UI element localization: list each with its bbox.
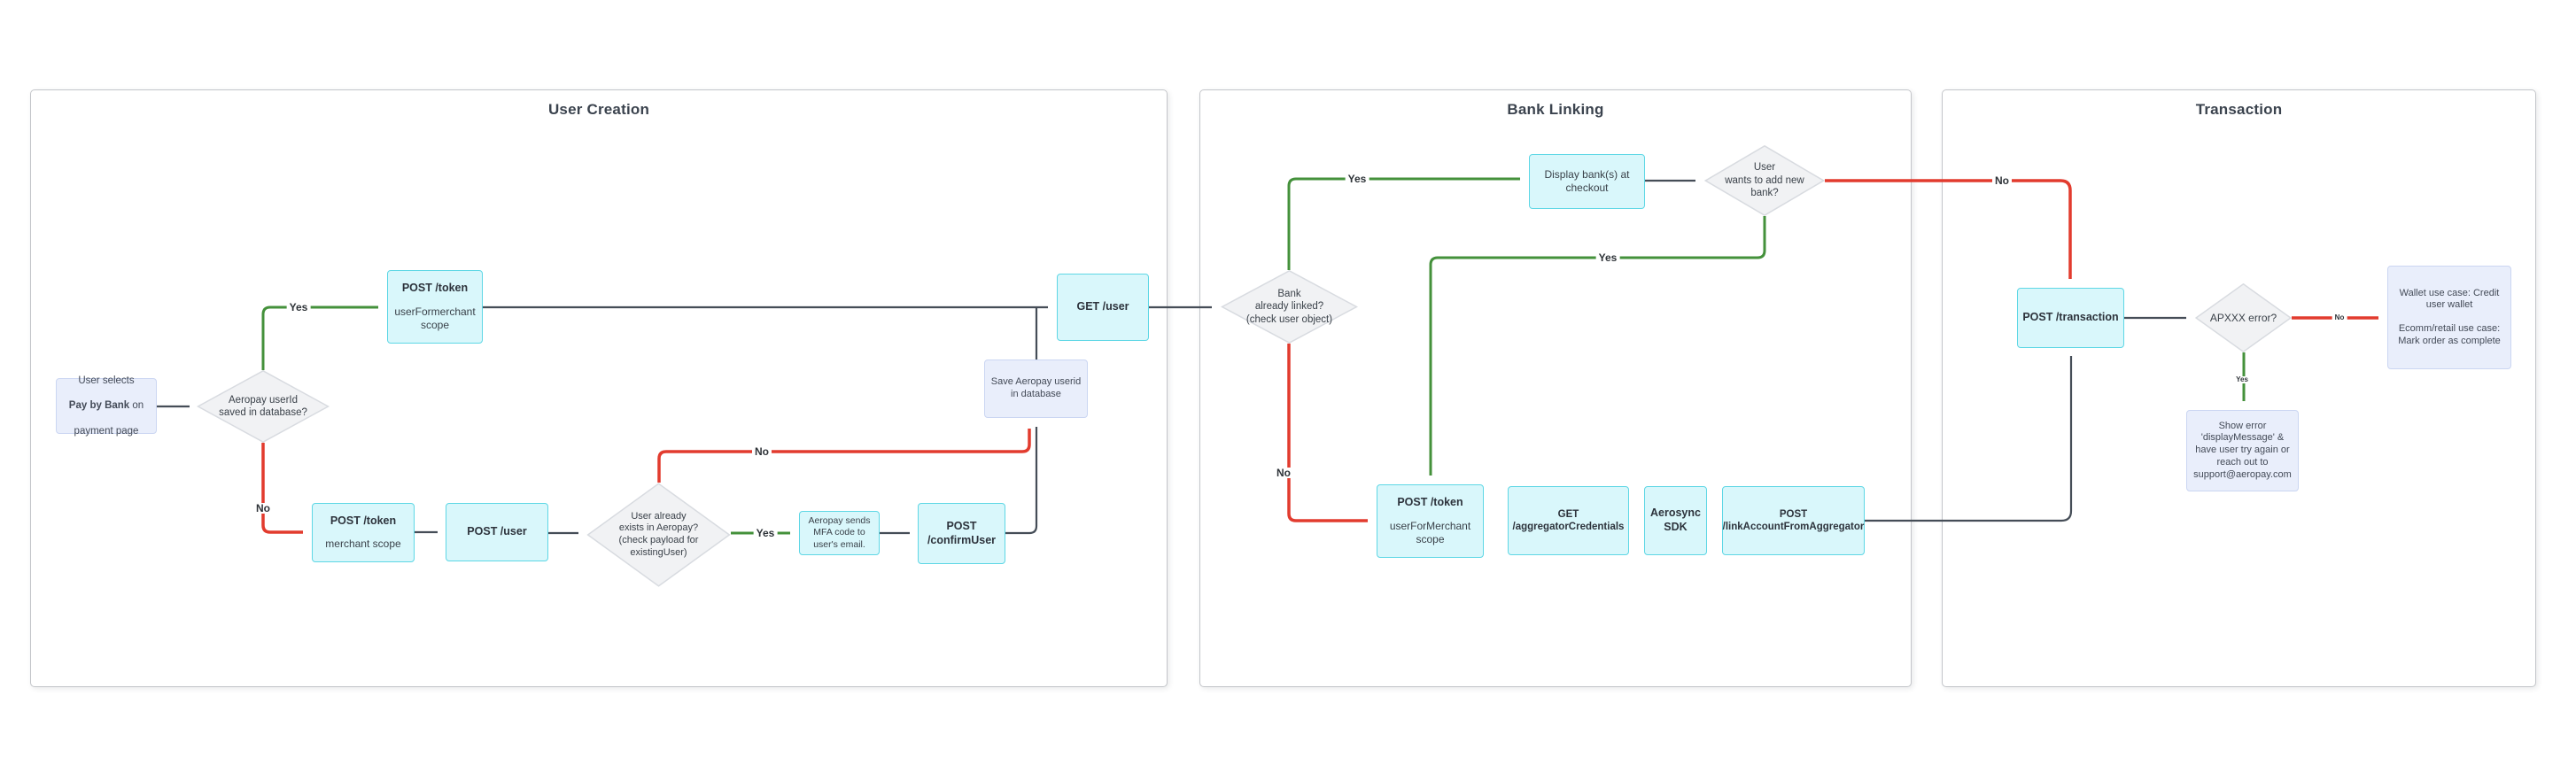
edge-label-yes: Yes <box>1595 252 1620 263</box>
diamond-shape <box>586 483 731 587</box>
node-user-selects-pay-by-bank[interactable]: User selects Pay by Bank on payment page <box>56 375 157 437</box>
edge-label-yes: Yes <box>1345 174 1369 184</box>
edge-label-no: No <box>253 503 273 514</box>
section-title: User Creation <box>547 101 650 118</box>
node-post-token-userformerchant[interactable]: POST /token userFormerchant scope <box>387 270 483 344</box>
node-post-transaction[interactable]: POST /transaction <box>2017 288 2124 348</box>
node-aerosync-sdk[interactable]: Aerosync SDK <box>1644 486 1707 555</box>
decision-userid-saved-in-database[interactable]: Aeropay userId saved in database? <box>197 370 330 443</box>
section-user-creation[interactable]: User Creation <box>30 89 1168 687</box>
node-post-confirmuser[interactable]: POST /confirmUser <box>918 503 1005 564</box>
edge-label-no: No <box>1992 175 2012 186</box>
node-post-token-merchant-scope[interactable]: POST /token merchant scope <box>312 503 415 562</box>
node-show-error-displaymessage[interactable]: Show error 'displayMessage' & have user … <box>2186 410 2299 491</box>
decision-user-wants-new-bank[interactable]: User wants to add new bank? <box>1704 145 1825 216</box>
edge-label-yes: Yes <box>2233 376 2251 383</box>
diamond-shape <box>1221 270 1358 344</box>
diamond-shape <box>1704 145 1825 216</box>
node-aeropay-sends-mfa[interactable]: Aeropay sends MFA code to user's email. <box>799 511 880 555</box>
decision-user-already-exists[interactable]: User already exists in Aeropay? (check p… <box>586 483 731 587</box>
edge-label-no: No <box>752 446 772 457</box>
node-get-user[interactable]: GET /user <box>1057 274 1149 341</box>
diamond-shape <box>2195 283 2292 352</box>
section-transaction[interactable]: Transaction <box>1942 89 2536 687</box>
decision-bank-already-linked[interactable]: Bank already linked? (check user object) <box>1221 270 1358 344</box>
node-post-user[interactable]: POST /user <box>446 503 548 561</box>
diamond-shape <box>197 370 330 443</box>
node-get-aggregatorcredentials[interactable]: GET /aggregatorCredentials <box>1508 486 1629 555</box>
node-save-aeropay-userid[interactable]: Save Aeropay userid in database <box>984 360 1088 418</box>
node-display-banks-at-checkout[interactable]: Display bank(s) at checkout <box>1529 154 1645 209</box>
section-title: Transaction <box>2195 101 2283 118</box>
node-post-linkaccountfromaggregator[interactable]: POST /linkAccountFromAggregator <box>1722 486 1865 555</box>
decision-apxxx-error[interactable]: APXXX error? <box>2195 283 2292 352</box>
edge-label-no: No <box>2332 314 2347 321</box>
section-title: Bank Linking <box>1507 101 1604 118</box>
edge-label-yes: Yes <box>753 528 778 538</box>
edge-label-yes: Yes <box>286 302 311 313</box>
edge-label-no: No <box>1274 468 1293 478</box>
node-post-token-userformerchant-bank[interactable]: POST /token userForMerchant scope <box>1377 484 1484 558</box>
node-wallet-ecomm-use-case[interactable]: Wallet use case: Credit user wallet Ecom… <box>2387 266 2511 369</box>
